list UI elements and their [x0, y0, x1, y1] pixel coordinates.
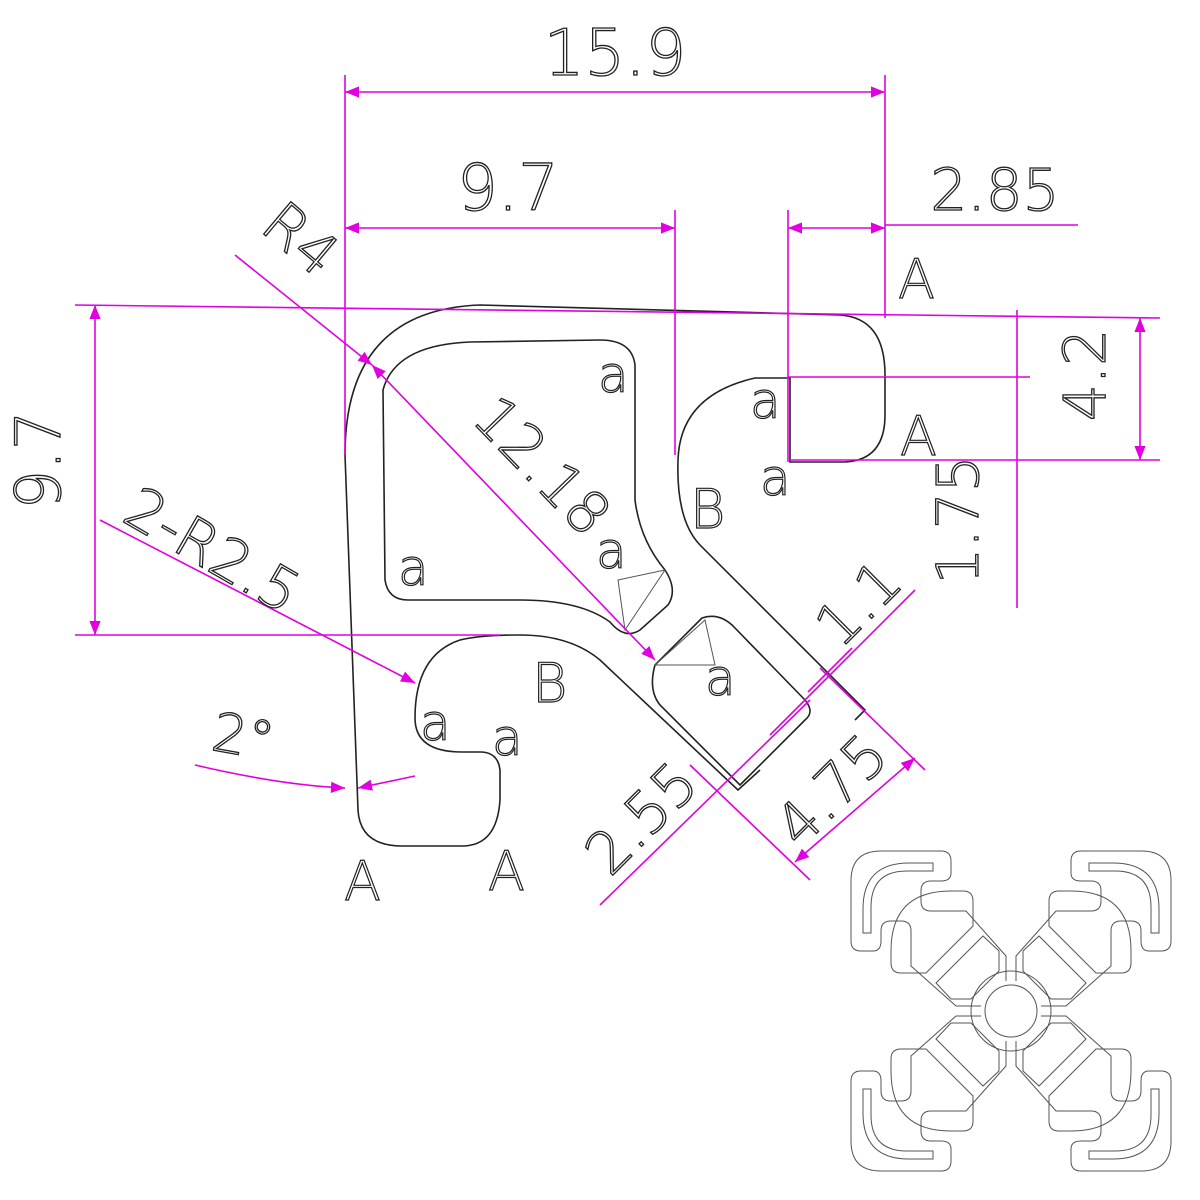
dimension-labels: 15.9 9.7 2.85 R4 9.7 2-R2.5 12.18 4.2 1.… [1, 16, 1119, 888]
dim-corner-radius: R4 [249, 188, 352, 290]
region-labels: a a a a a a a a A A A A B B [343, 247, 937, 913]
profile-thumbnail [850, 850, 1172, 1172]
label-a-5: a [596, 522, 627, 580]
dim-slot-depth: 4.2 [1051, 329, 1119, 421]
label-A-4: A [488, 840, 525, 903]
label-a-2: a [750, 372, 781, 430]
label-A-1: A [898, 248, 935, 311]
dim-slot-offset: 2.85 [930, 156, 1059, 224]
dim-inner-width: 9.7 [457, 152, 559, 226]
label-a-7: a [420, 694, 451, 752]
dim-lip-height: 1.75 [924, 455, 992, 584]
dim-height: 9.7 [2, 411, 75, 510]
label-A-2: A [900, 405, 937, 468]
dim-web-thickness: 1.1 [802, 547, 915, 660]
label-B-2: B [532, 652, 567, 715]
label-B-1: B [690, 478, 725, 541]
label-a-4: a [398, 539, 429, 597]
dimension-lines [74, 75, 1161, 906]
label-A-3: A [344, 850, 381, 913]
label-a-1: a [598, 346, 629, 404]
label-a-3: a [760, 449, 791, 507]
dim-overall-width: 15.9 [544, 17, 687, 91]
dim-wall: 2.55 [572, 749, 711, 888]
dim-draft-angle: 2° [208, 700, 279, 773]
label-a-6: a [705, 649, 736, 707]
dim-fillet-radius: 2-R2.5 [113, 473, 312, 627]
label-a-8: a [492, 709, 523, 767]
